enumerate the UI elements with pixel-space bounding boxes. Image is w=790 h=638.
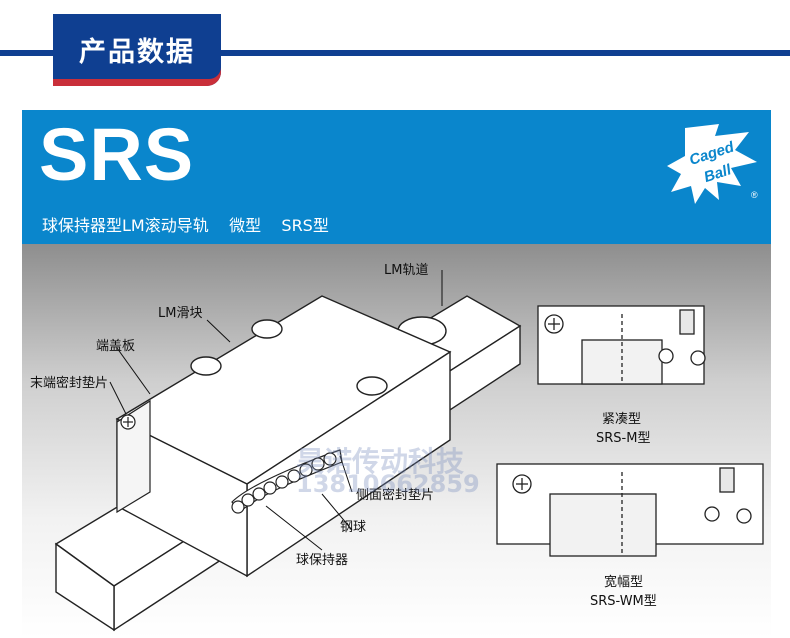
label-ball-retainer: 球保持器 [296, 553, 349, 568]
leader-lines [109, 270, 443, 551]
section-title: 产品数据 [79, 37, 195, 68]
product-illustration [22, 244, 771, 638]
variant-compact-name: 紧凑型 [602, 412, 642, 427]
lm-block [115, 295, 452, 578]
variant-wide-code: SRS-WM型 [590, 594, 657, 609]
variant-wide-name: 宽幅型 [604, 575, 644, 590]
logo-registered-mark: ® [751, 190, 758, 200]
label-side-seal: 侧面密封垫片 [356, 488, 435, 503]
product-banner: SRS 球保持器型LM滚动导轨 微型 SRS型 Caged Ball ® [22, 110, 771, 244]
end-seal [116, 399, 151, 514]
ball-retainer [231, 449, 343, 514]
label-steel-ball: 钢球 [340, 520, 367, 535]
caged-ball-logo: Caged Ball ® [667, 124, 758, 204]
section-tab: 产品数据 [53, 14, 221, 86]
label-end-seal: 末端密封垫片 [30, 376, 109, 391]
header-rule [0, 50, 790, 56]
label-lm-rail: LM轨道 [384, 263, 429, 278]
label-lm-block: LM滑块 [158, 306, 203, 321]
watermark-line1: 昊诺传动科技 [296, 445, 465, 478]
variant-compact-code: SRS-M型 [596, 431, 651, 446]
cross-section-wide [496, 463, 764, 557]
label-end-plate: 端盖板 [96, 339, 136, 354]
cross-section-compact [537, 305, 706, 385]
watermark-line2: 13810662859 [296, 470, 480, 498]
product-subtitle: 球保持器型LM滚动导轨 微型 SRS型 [42, 216, 329, 235]
product-title: SRS [39, 113, 195, 196]
